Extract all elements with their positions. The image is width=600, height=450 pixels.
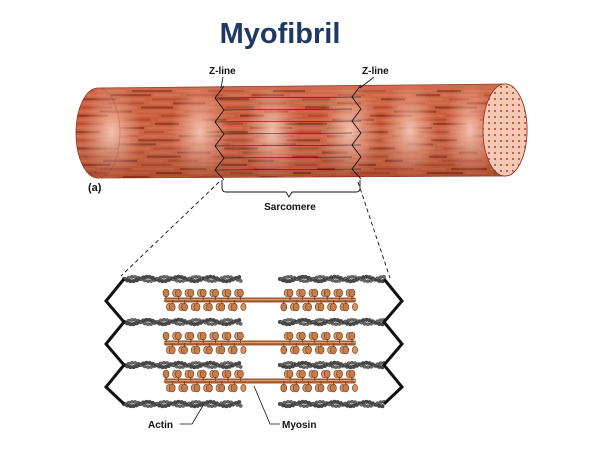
myosin-filament — [162, 369, 358, 393]
myosin-filaments — [162, 288, 358, 393]
sarcomere-bracket — [221, 180, 361, 198]
actin-strand — [121, 317, 243, 327]
diagram-title: Myofibril — [219, 18, 341, 50]
sarcomere-detail — [103, 274, 405, 409]
actin-strand — [121, 399, 243, 409]
z-disc-left — [103, 278, 126, 406]
actin-strand — [277, 274, 386, 284]
actin-label: Actin — [148, 420, 173, 431]
actin-strand — [121, 360, 243, 370]
panel-label: (a) — [88, 182, 102, 194]
projection-line-right — [357, 181, 391, 279]
sarcomere-web — [214, 96, 362, 171]
actin-strand — [277, 399, 386, 409]
actin-filaments — [121, 274, 386, 409]
cylinder-end-cap — [482, 83, 528, 177]
actin-strand — [277, 317, 386, 327]
z-line-right-surface — [351, 84, 362, 180]
myosin-label: Myosin — [282, 420, 316, 431]
z-disc-right — [382, 278, 405, 406]
actin-strand — [121, 274, 243, 284]
z-line-left-label: Z-line — [209, 66, 236, 77]
actin-strand — [277, 360, 386, 370]
myofibril-cylinder — [75, 83, 528, 181]
z-line-right-label: Z-line — [362, 66, 389, 77]
projection-line-left — [120, 181, 220, 277]
sarcomere-label: Sarcomere — [264, 202, 316, 213]
myosin-filament — [162, 288, 358, 312]
myosin-filament — [162, 331, 358, 355]
